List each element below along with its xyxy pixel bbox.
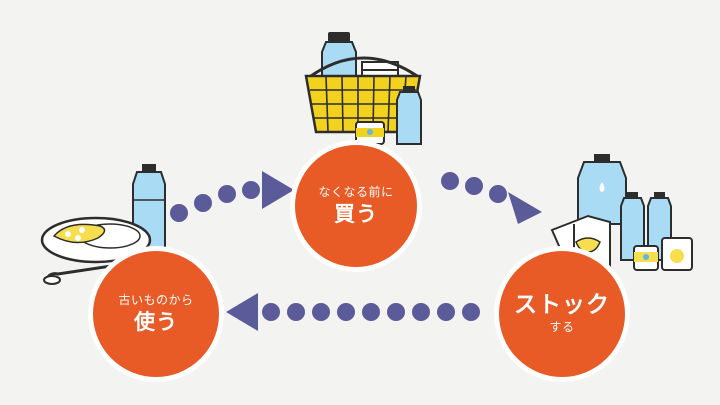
arrow-dot	[437, 303, 455, 321]
arrow-head-left	[226, 293, 258, 331]
use-circle: 古いものから 使う	[88, 246, 224, 382]
arrow-dot	[287, 303, 305, 321]
arrow-dot	[337, 303, 355, 321]
arrow-dot	[194, 194, 212, 212]
arrow-dot	[465, 177, 483, 195]
arrow-dot	[412, 303, 430, 321]
arrow-head-right	[262, 171, 294, 209]
curry-rice-icon	[40, 164, 166, 285]
buy-circle: なくなる前に 買う	[290, 140, 422, 272]
arrow-dot	[242, 181, 260, 199]
arrow-dot	[170, 204, 188, 222]
arrow-dot	[262, 303, 280, 321]
buy-title: 買う	[334, 201, 378, 226]
arrow-dot	[218, 185, 236, 203]
arrow-dot	[387, 303, 405, 321]
shopping-basket-icon	[304, 32, 422, 145]
buy-subtitle: なくなる前に	[318, 185, 394, 200]
use-title: 使う	[134, 309, 178, 334]
arrow-dot	[441, 172, 459, 190]
stock-subtitle: する	[549, 320, 575, 334]
arrow-dot	[489, 185, 507, 203]
use-subtitle: 古いものから	[118, 293, 194, 308]
arrow-head-down-right	[508, 192, 542, 224]
stock-title: ストック	[514, 292, 610, 319]
arrow-dot	[462, 303, 480, 321]
arrow-dot	[312, 303, 330, 321]
arrow-dot	[362, 303, 380, 321]
stock-circle: ストック する	[494, 246, 630, 382]
